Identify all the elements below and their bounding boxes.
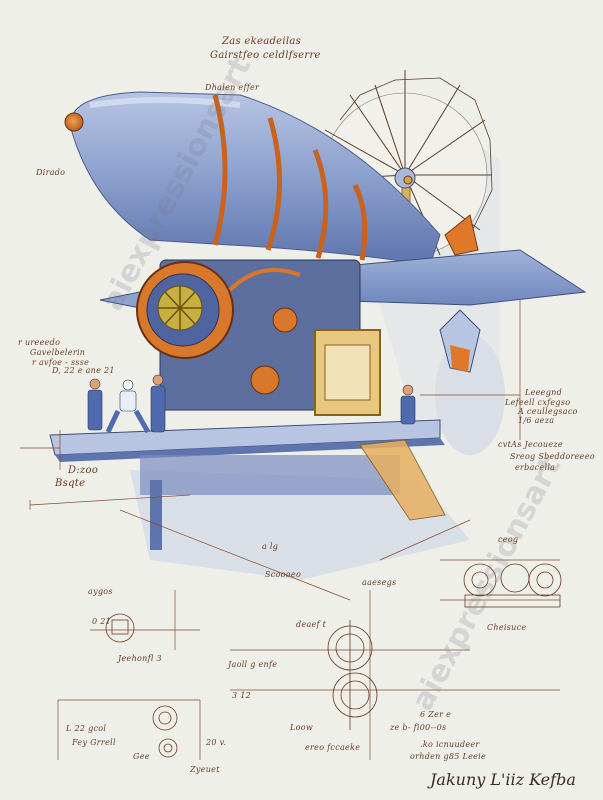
bottom-left-2: Fey Grrell: [72, 738, 116, 747]
dimension-lines: [20, 300, 560, 760]
right-note-6: Sreog Sbeddoreeeo: [510, 452, 595, 461]
detail-center-6: ze b- fi00--0s: [390, 723, 447, 732]
mid-label-1: a lg: [262, 542, 279, 551]
left-note-1: r ureeedo: [18, 338, 61, 347]
detail-left-1: aygos: [88, 587, 113, 596]
detail-center-3: 3 12: [232, 691, 252, 700]
right-note-4: 1/6 aeza: [518, 416, 555, 425]
engine-block: [136, 259, 381, 416]
bottom-left-3: Gee: [133, 752, 150, 761]
detail-center-2: Jaoll g enfe: [228, 660, 278, 669]
left-note-3: r avfoe - ssse: [32, 358, 90, 367]
detail-center-1: deaef t: [296, 620, 327, 629]
top-label: Dhalen effer: [205, 83, 260, 92]
right-note-1: Leeegnd: [525, 388, 563, 397]
detail-left-3: Jeehonfl 3: [118, 654, 162, 663]
wing: [99, 249, 587, 373]
left-note-2: Gavelbelerin: [30, 348, 86, 357]
artist-signature: Jakuny L'iiz Kefba: [430, 770, 576, 789]
crew-figures: [87, 374, 416, 434]
left-low-2: Bsqte: [55, 478, 86, 489]
right-note-2: Lefeell cxfegso: [505, 398, 571, 407]
gearbox-caption: Cheisuce: [487, 623, 527, 632]
title-line-2: Gairstfeo celdlfserre: [210, 50, 321, 61]
mid-label-2: Scoooeo: [265, 570, 302, 579]
gearbox-top-label: ceog: [498, 535, 519, 544]
left-low-1: D:zoo: [68, 465, 99, 476]
detail-center-4: Loow: [290, 723, 313, 732]
detail-center-7: ereo fccaeke: [305, 743, 361, 752]
nose-label: Dirado: [36, 168, 66, 177]
bottom-left-4: 20 v.: [206, 738, 227, 747]
right-note-7: erbacella: [515, 463, 556, 472]
right-note-5: cvtAs Jecoueze: [498, 440, 563, 449]
title-line-1: Zas ekeadeilas: [222, 36, 302, 47]
left-note-4: D, 22 e ane 21: [52, 366, 115, 375]
mid-label-3: aaesegs: [362, 578, 397, 587]
right-note-3: A ceullegsaco: [518, 407, 578, 416]
detail-left-2: 0 21: [92, 617, 112, 626]
bottom-right-1: .ko icnuudeer: [420, 740, 480, 749]
bottom-right-2: orhden g85 Leeie: [410, 752, 487, 761]
bottom-left-1: L 22 gcol: [66, 724, 107, 733]
airship-hull: [64, 91, 479, 266]
bottom-left-5: Zyeuet: [190, 765, 220, 774]
gear-sketches: [105, 563, 562, 758]
deck-platform: [49, 419, 446, 550]
detail-center-5: 6 Zer e: [420, 710, 452, 719]
